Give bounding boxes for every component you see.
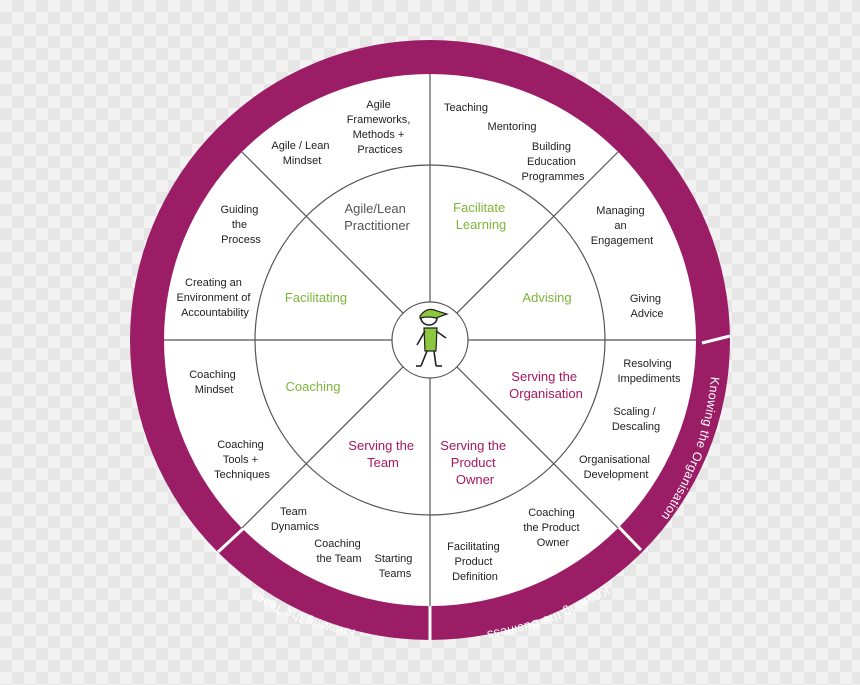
section-agile-lean-practitioner: Agile/Lean Practitioner <box>344 201 410 233</box>
skill-guiding-process: Guiding the Process <box>221 204 262 246</box>
skill-teaching: Teaching <box>444 102 488 114</box>
stick-figure-icon <box>416 308 449 367</box>
skill-mentoring: Mentoring <box>488 121 537 133</box>
skill-organisational-development: Organisational Development <box>579 454 653 481</box>
skill-agile-frameworks: Agile Frameworks, Methods + Practices <box>347 99 414 156</box>
skill-team-dynamics: Team Dynamics <box>271 506 320 533</box>
section-serving-product-owner: Serving the Product Owner <box>440 438 509 487</box>
skill-managing-engagement: Managing an Engagement <box>591 205 653 247</box>
middle-circle <box>254 164 606 516</box>
ring-separator-right <box>701 334 731 345</box>
skill-resolving-impediments: Resolving Impediments <box>618 358 681 385</box>
section-facilitating: Facilitating <box>285 290 347 305</box>
skill-coaching-mindset: Coaching Mindset <box>189 369 239 396</box>
skill-coaching-product-owner: Coaching the Product Owner <box>523 507 582 549</box>
skill-creating-environment: Creating an Environment of Accountabilit… <box>176 277 253 319</box>
skill-building-education: Building Education Programmes <box>522 141 585 183</box>
skill-facilitating-product-definition: Facilitating Product Definition <box>447 541 503 583</box>
section-facilitate-learning: Facilitate Learning <box>453 200 509 232</box>
skill-agile-lean-mindset: Agile / Lean Mindset <box>271 140 332 167</box>
ring-separator-bottom-left <box>216 525 247 554</box>
skill-scaling-descaling: Scaling / Descaling <box>612 406 660 433</box>
skill-coaching-tools: Coaching Tools + Techniques <box>214 439 270 481</box>
section-advising: Advising <box>522 290 571 305</box>
section-coaching: Coaching <box>286 379 341 394</box>
ring-separator-bottom-right <box>612 520 643 552</box>
skill-giving-advice: Giving Advice <box>630 293 664 320</box>
section-serving-organisation: Serving the Organisation <box>509 369 583 401</box>
skill-coaching-the-team: Coaching the Team <box>314 538 364 565</box>
section-serving-team: Serving the Team <box>348 438 417 470</box>
ring-label-knowing-yourself: Knowing Yourself <box>378 76 482 94</box>
skill-starting-teams: Starting Teams <box>375 553 416 580</box>
